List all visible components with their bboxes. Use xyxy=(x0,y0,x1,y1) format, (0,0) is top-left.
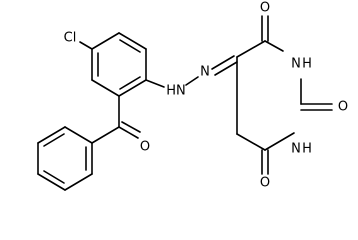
bond-inner xyxy=(119,76,141,90)
bond xyxy=(118,32,147,50)
chlorophenyl-ring xyxy=(91,32,147,97)
bond xyxy=(236,40,266,58)
c6-oxygen-label: O xyxy=(260,176,270,191)
bond xyxy=(91,79,120,97)
bond xyxy=(37,126,66,144)
bond xyxy=(264,132,295,151)
n1-label: N xyxy=(291,142,301,157)
bond-inner xyxy=(119,39,141,53)
chlorine-label: Cl xyxy=(64,31,77,46)
molecule-structure: Cl O HN N N H N H O O O xyxy=(37,1,348,191)
bond xyxy=(64,126,93,144)
bond xyxy=(91,32,120,50)
bond-inner xyxy=(43,170,65,184)
bond-n-c5 xyxy=(211,55,235,70)
bond-inner xyxy=(43,133,65,147)
hydrazone-n-label: N xyxy=(200,65,210,80)
bond xyxy=(118,79,147,97)
pyrimidine-ring xyxy=(236,40,302,151)
bond-carbonyl-o xyxy=(118,126,139,139)
n3-label: N xyxy=(291,57,301,72)
bond-n-c5-double xyxy=(214,61,238,76)
bond-c-cl xyxy=(79,41,93,50)
ketone-oxygen-label: O xyxy=(140,140,150,155)
c4-oxygen-label: O xyxy=(260,1,270,16)
bond-ring-nh xyxy=(145,79,165,88)
bond xyxy=(264,40,284,52)
c2-oxygen-label: O xyxy=(338,100,348,115)
bond-carbonyl-phenyl xyxy=(91,126,120,144)
n3-h-label: H xyxy=(302,57,312,72)
bond xyxy=(37,173,66,191)
bond-carbonyl-o-double xyxy=(121,121,141,133)
n1-h-label: H xyxy=(302,142,312,157)
hydrazone-nh-label: HN xyxy=(166,84,186,99)
bond xyxy=(64,173,93,191)
phenyl-ring xyxy=(37,126,93,191)
bond xyxy=(236,133,266,151)
bond-nh-n xyxy=(185,76,199,86)
